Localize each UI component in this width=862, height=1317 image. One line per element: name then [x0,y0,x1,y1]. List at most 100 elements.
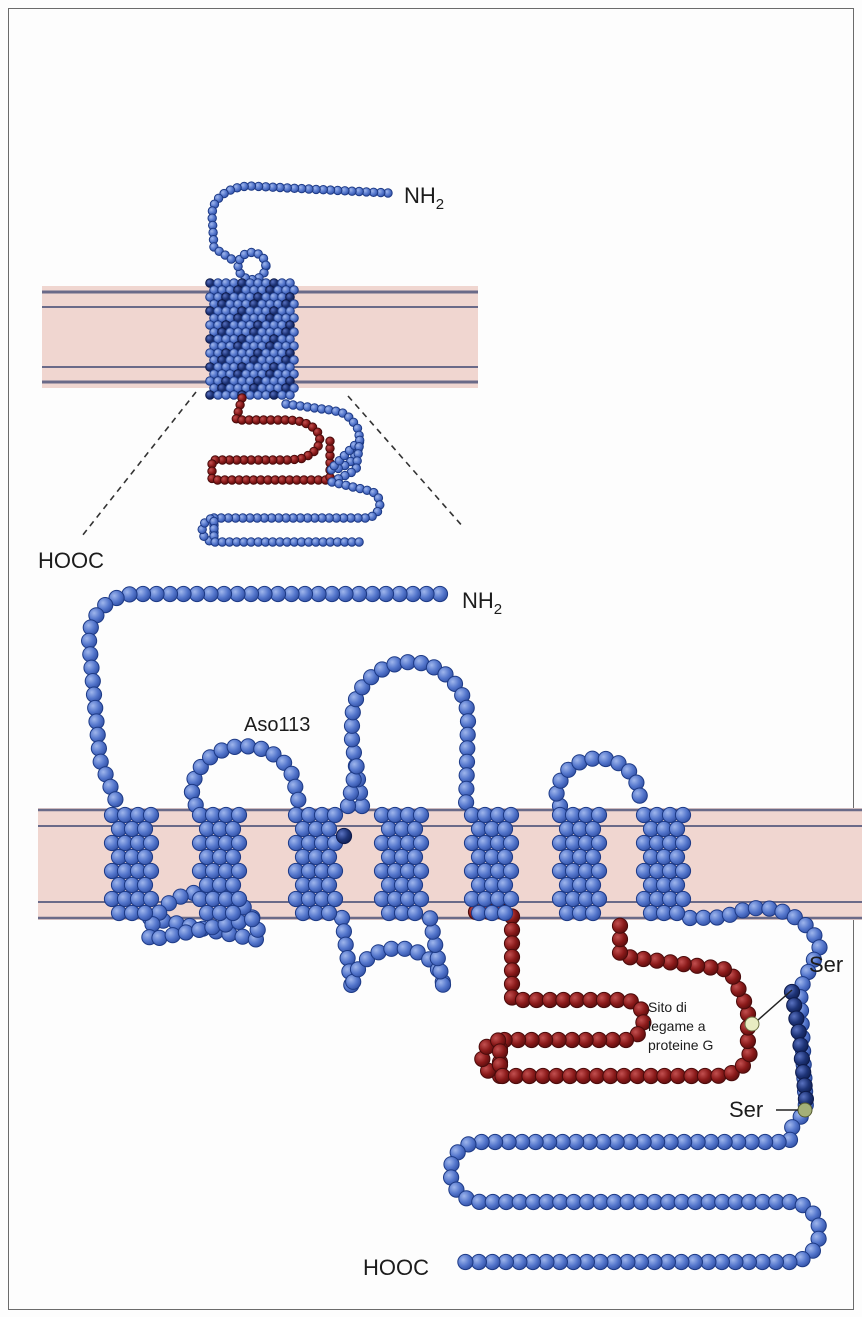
residue [660,1254,675,1269]
gprotein-site-label-line3: proteine G [648,1037,713,1053]
residue [241,739,256,754]
residue [553,1194,568,1209]
residue [178,925,193,940]
residue [387,657,402,672]
residue [731,1134,746,1149]
residue [291,792,306,807]
residue [230,586,245,601]
helix-residue [413,807,428,822]
residue-gprotein-site [663,955,678,970]
residue [430,951,445,966]
residue [108,792,123,807]
residue [149,586,164,601]
residue [677,1134,692,1149]
residue [634,1194,649,1209]
helix-residue [407,821,422,836]
helix-residue [413,835,428,850]
helix-residue [675,835,690,850]
ser-label-1: Ser [809,952,843,977]
residue [235,929,250,944]
helix-residue [143,891,158,906]
residue [152,930,167,945]
residue [555,1134,570,1149]
residue [782,1254,797,1269]
helix-residue [137,849,152,864]
residue-gprotein-site [636,951,651,966]
residue-gprotein-site [569,992,584,1007]
residue [674,1254,689,1269]
residue [714,1254,729,1269]
gprotein-site-label-line2: legame a [648,1018,706,1034]
residue [85,674,100,689]
residue-gprotein-site [697,1068,712,1083]
mini-helix-residue [286,391,295,400]
residue [633,1254,648,1269]
residue [189,586,204,601]
residue [728,1254,743,1269]
residue [690,1134,705,1149]
residue [771,1134,786,1149]
residue [485,1194,500,1209]
residue [205,920,220,935]
helix-residue [231,891,246,906]
ser-residue-2 [798,1103,812,1117]
residue-gprotein-site [657,1068,672,1083]
residue [474,1134,489,1149]
residue [620,1194,635,1209]
helix-residue [675,807,690,822]
residue-gprotein-site [612,918,627,933]
residue [596,1134,611,1149]
gprotein-site-label-line1: Sito di [648,999,687,1015]
helix-residue [321,905,336,920]
residue [688,1194,703,1209]
helix-2 [192,807,246,920]
residue [90,727,105,742]
residue [569,1134,584,1149]
helix-residue [143,835,158,850]
helix-residue [225,905,240,920]
residue-gprotein-site [649,953,664,968]
residue [512,1194,527,1209]
helix-residue [669,905,684,920]
residue [593,1254,608,1269]
residue [460,727,475,742]
helix-1 [104,807,158,920]
residue [471,1254,486,1269]
residue [728,1194,743,1209]
residue [162,586,177,601]
residue [512,1254,527,1269]
residue [378,586,393,601]
residue [288,779,303,794]
helix-residue [407,877,422,892]
residue-gprotein-site [578,1032,593,1047]
residue-phospho-region [794,1051,809,1066]
residue [735,903,750,918]
residue [647,1254,662,1269]
residue [499,1194,514,1209]
residue [647,1194,662,1209]
residue [755,1194,770,1209]
residue-phospho-region [784,984,799,999]
residue [344,732,359,747]
residue [338,586,353,601]
residue [425,924,440,939]
helix-residue [231,807,246,822]
residue [661,1194,676,1209]
helix-residue [225,821,240,836]
residue-gprotein-site [504,949,519,964]
residue [488,1134,503,1149]
mini-helix-residue [230,391,239,400]
residue-gprotein-site [510,1032,525,1047]
residue [346,772,361,787]
helix-residue [591,807,606,822]
helix-residue [675,891,690,906]
residue [257,586,272,601]
residue-phospho-region [797,1078,812,1093]
residue [472,1194,487,1209]
residue-gprotein-site [535,1068,550,1083]
residue [343,785,358,800]
residue [349,759,364,774]
residue [748,901,763,916]
